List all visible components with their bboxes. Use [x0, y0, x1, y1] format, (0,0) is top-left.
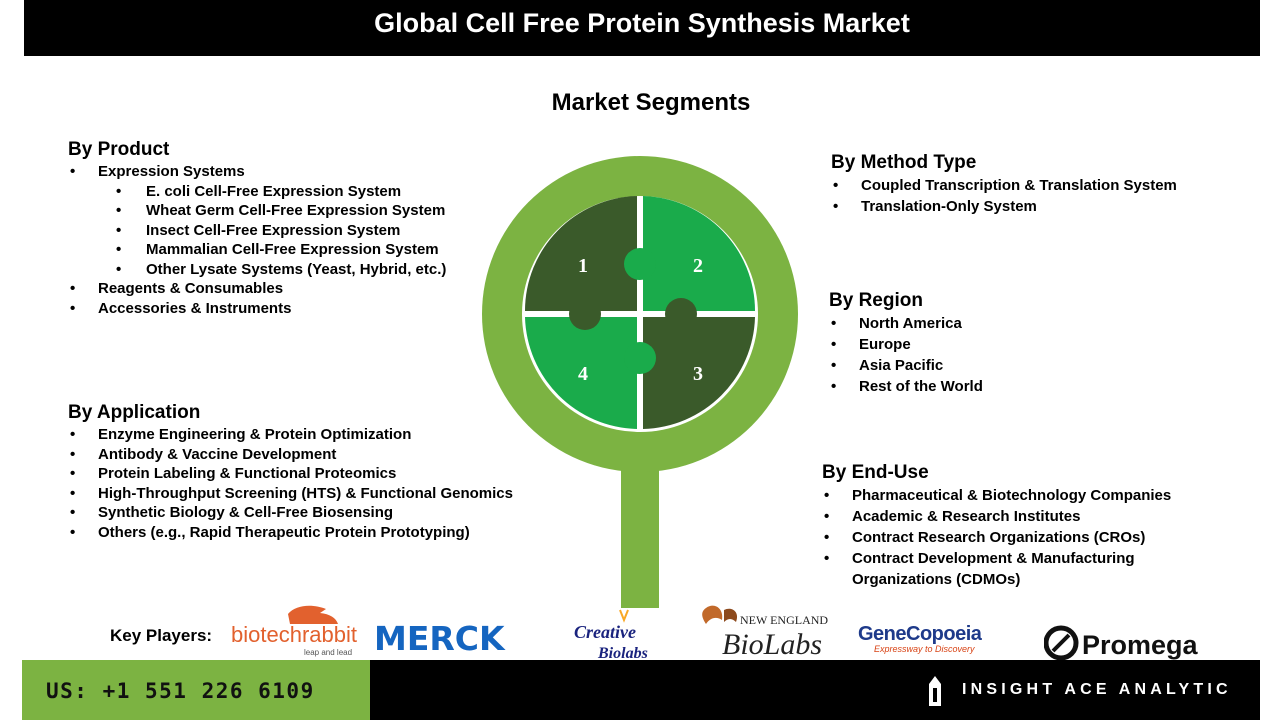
list-item: E. coli Cell-Free Expression System	[68, 182, 446, 202]
region-heading: By Region	[829, 290, 923, 311]
puzzle-knob-3-4	[624, 342, 656, 374]
enduse-heading: By End-Use	[822, 462, 929, 483]
enduse-section: By End-Use Pharmaceutical & Biotechnolog…	[822, 461, 1242, 590]
list-item: Accessories & Instruments	[68, 299, 446, 319]
creative-biolabs-logo: Creative Biolabs	[574, 609, 648, 662]
application-section: By Application Enzyme Engineering & Prot…	[68, 401, 513, 542]
enduse-list: Pharmaceutical & Biotechnology Companies…	[822, 485, 1242, 590]
application-heading: By Application	[68, 402, 201, 423]
creative-name: Creative	[574, 622, 636, 642]
puzzle-number-1: 1	[578, 255, 588, 277]
insight-ace-logo-icon	[929, 676, 941, 706]
method-heading: By Method Type	[831, 152, 977, 173]
brand-name: INSIGHT ACE ANALYTIC	[962, 681, 1232, 698]
footer-phone-bar: US: +1 551 226 6109	[22, 660, 370, 720]
list-item: Contract Research Organizations (CROs)	[822, 527, 1242, 548]
promega-icon-slash	[1051, 633, 1071, 653]
list-item: Wheat Germ Cell-Free Expression System	[68, 201, 446, 221]
puzzle-knob-1-2	[624, 248, 656, 280]
list-item: Translation-Only System	[831, 196, 1177, 217]
rabbit-icon	[288, 605, 338, 624]
list-item: High-Throughput Screening (HTS) & Functi…	[68, 484, 513, 504]
creative-biolabs-icon	[619, 609, 629, 623]
biolabs-name: Biolabs	[597, 645, 648, 662]
list-item: Pharmaceutical & Biotechnology Companies	[822, 485, 1242, 506]
list-item: Enzyme Engineering & Protein Optimizatio…	[68, 425, 513, 445]
puzzle-piece-2	[643, 196, 755, 311]
product-section: By Product Expression Systems E. coli Ce…	[68, 138, 446, 318]
footer-brand-bar: INSIGHT ACE ANALYTIC	[370, 660, 1260, 720]
product-list: Expression Systems E. coli Cell-Free Exp…	[68, 162, 446, 318]
list-item: Antibody & Vaccine Development	[68, 445, 513, 465]
magnifier-puzzle-graphic: 1 2 3 4	[482, 156, 798, 608]
region-section: By Region North America Europe Asia Paci…	[829, 289, 983, 397]
magnifier-handle	[621, 456, 659, 608]
neb-name: BioLabs	[722, 628, 822, 660]
method-list: Coupled Transcription & Translation Syst…	[831, 175, 1177, 217]
logo-inner	[933, 688, 937, 702]
method-section: By Method Type Coupled Transcription & T…	[831, 151, 1177, 217]
application-list: Enzyme Engineering & Protein Optimizatio…	[68, 425, 513, 542]
merck-logo: MERCK	[374, 620, 506, 654]
puzzle-piece-4	[525, 317, 637, 429]
genecopoeia-logo: GeneCopoeia Expressway to Discovery	[858, 623, 983, 654]
genecopoeia-name: GeneCopoeia	[858, 623, 983, 645]
promega-logo: Promega	[1044, 625, 1199, 661]
genecopoeia-tagline: Expressway to Discovery	[874, 644, 975, 654]
biotechrabbit-logo: biotechrabbit leap and lead	[231, 605, 357, 657]
list-item: Europe	[829, 334, 983, 355]
phone-number: US: +1 551 226 6109	[46, 679, 315, 703]
product-heading: By Product	[68, 139, 170, 160]
list-item: Asia Pacific	[829, 355, 983, 376]
promega-name: Promega	[1082, 630, 1199, 660]
list-item: Contract Development & Manufacturing Org…	[822, 548, 1192, 590]
puzzle-knob-2-3	[665, 298, 697, 330]
biotechrabbit-tagline: leap and lead	[304, 648, 352, 657]
list-item: Others (e.g., Rapid Therapeutic Protein …	[68, 523, 513, 543]
butterfly-icon	[702, 605, 723, 624]
merck-name: MERCK	[374, 620, 506, 654]
region-list: North America Europe Asia Pacific Rest o…	[829, 313, 983, 397]
list-item: Insect Cell-Free Expression System	[68, 221, 446, 241]
puzzle-piece-3	[643, 317, 755, 429]
title-bar: Global Cell Free Protein Synthesis Marke…	[24, 0, 1260, 56]
puzzle-piece-1	[525, 196, 637, 311]
list-item: Other Lysate Systems (Yeast, Hybrid, etc…	[68, 260, 446, 280]
puzzle-knob-4-1	[569, 298, 601, 330]
neb-name-top: NEW ENGLAND	[740, 613, 828, 627]
list-item: Coupled Transcription & Translation Syst…	[831, 175, 1177, 196]
promega-icon	[1044, 625, 1079, 661]
butterfly-wing-icon	[724, 608, 738, 622]
page-title: Global Cell Free Protein Synthesis Marke…	[374, 8, 910, 38]
puzzle-number-3: 3	[693, 363, 703, 385]
key-players-label: Key Players:	[110, 626, 213, 645]
list-item: Reagents & Consumables	[68, 279, 446, 299]
list-item: Academic & Research Institutes	[822, 506, 1242, 527]
list-item: Protein Labeling & Functional Proteomics	[68, 464, 513, 484]
biotechrabbit-name: biotechrabbit	[231, 622, 357, 647]
list-item: Rest of the World	[829, 376, 983, 397]
list-item: Expression Systems	[68, 162, 446, 182]
list-item: Mammalian Cell-Free Expression System	[68, 240, 446, 260]
puzzle-number-4: 4	[578, 363, 588, 385]
list-item: North America	[829, 313, 983, 334]
list-item: Synthetic Biology & Cell-Free Biosensing	[68, 503, 513, 523]
puzzle-number-2: 2	[693, 255, 703, 277]
segments-title: Market Segments	[551, 89, 751, 116]
neb-logo: NEW ENGLAND BioLabs	[702, 605, 828, 660]
